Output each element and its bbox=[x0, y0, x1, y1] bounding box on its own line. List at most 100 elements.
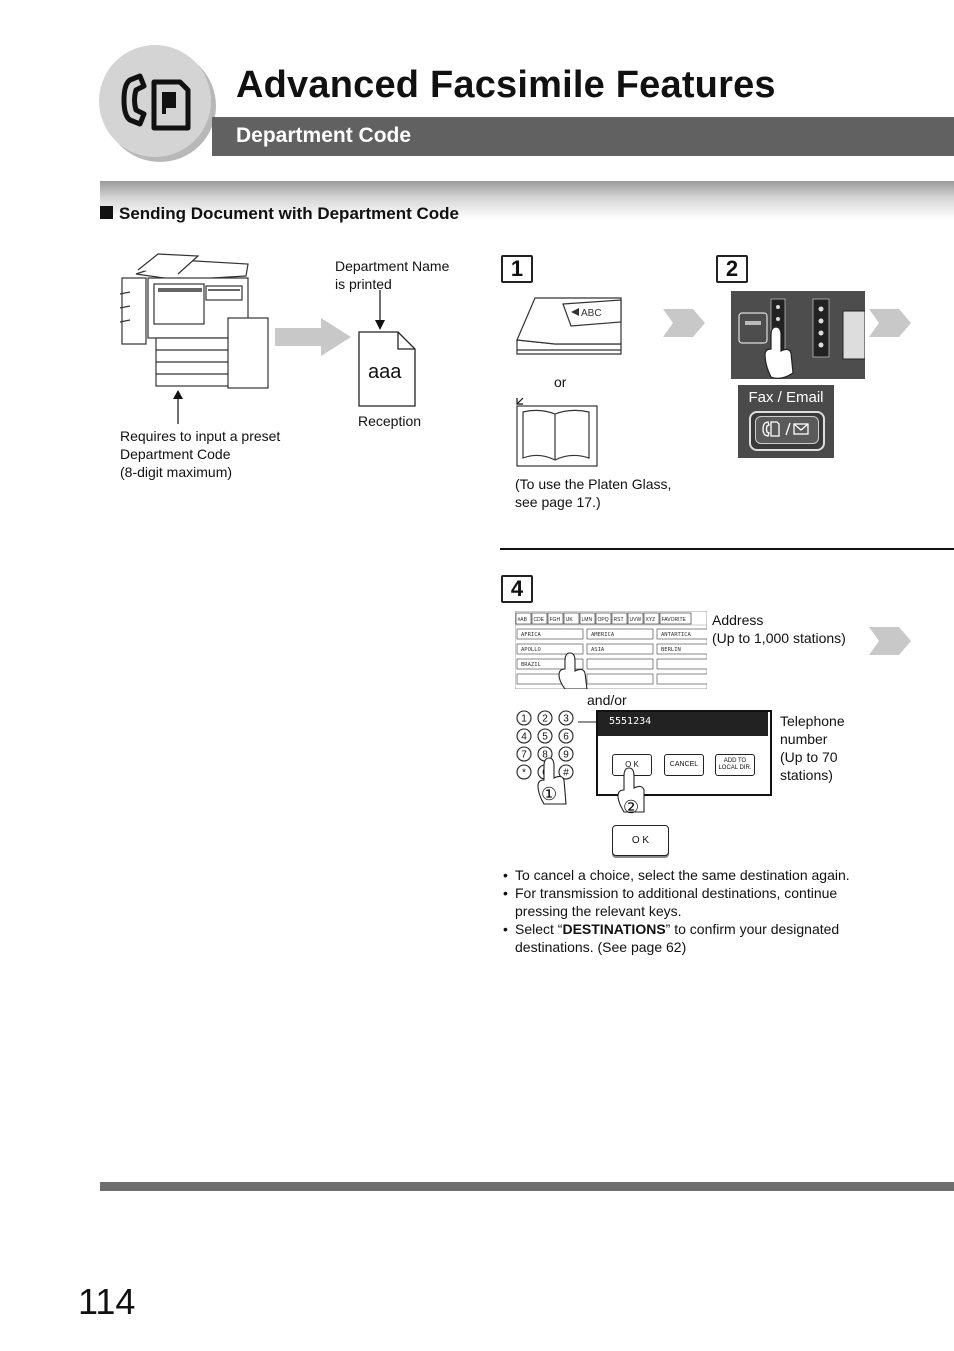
keypad-key-label: # bbox=[563, 768, 569, 779]
platen-glass-note: (To use the Platen Glass, see page 17.) bbox=[515, 476, 672, 510]
keypad-key-label: 2 bbox=[542, 714, 548, 725]
step-4-number: 4 bbox=[501, 575, 533, 603]
step-marker-2: ② bbox=[623, 797, 640, 817]
note-item: Select “DESTINATIONS” to confirm your de… bbox=[500, 920, 870, 956]
step-4-notes: To cancel a choice, select the same dest… bbox=[500, 866, 870, 956]
address-tab-label: RST bbox=[614, 617, 624, 623]
keypad-key-label: 8 bbox=[542, 750, 548, 761]
address-cell-label: BRAZIL bbox=[521, 662, 542, 668]
address-cell[interactable] bbox=[586, 643, 654, 655]
step-divider bbox=[500, 548, 954, 550]
address-cell-label: ASIA bbox=[591, 647, 605, 653]
address-cell[interactable] bbox=[516, 628, 584, 640]
subtitle-bar bbox=[212, 117, 954, 156]
keypad-key[interactable] bbox=[558, 764, 574, 780]
add-to-local-dir-button[interactable]: ADD TO LOCAL DIR. bbox=[715, 754, 755, 776]
address-cell-label: ANTARTICA bbox=[661, 632, 691, 638]
chapter-icon-badge bbox=[99, 45, 216, 162]
keypad-key-label: 4 bbox=[521, 732, 527, 743]
address-tab[interactable] bbox=[563, 612, 580, 625]
address-cell-label: BERLIN bbox=[661, 647, 681, 653]
page-subtitle: Department Code bbox=[236, 124, 412, 147]
keypad-key-label: 6 bbox=[563, 732, 569, 743]
keypad-key[interactable] bbox=[537, 710, 553, 726]
address-cell-empty[interactable] bbox=[656, 673, 707, 685]
address-tab-label: #AB bbox=[518, 617, 528, 623]
address-tab-label: CDE bbox=[534, 617, 545, 623]
keypad-key[interactable] bbox=[558, 728, 574, 744]
fax-email-key-label: Fax / Email bbox=[748, 389, 824, 406]
keypad-key-label: 5 bbox=[542, 732, 548, 743]
address-tab[interactable] bbox=[659, 612, 692, 625]
cancel-button[interactable]: CANCEL bbox=[664, 754, 704, 776]
address-tab-label: UVW bbox=[630, 617, 642, 623]
page-title: Advanced Facsimile Features bbox=[236, 64, 776, 106]
address-tab[interactable] bbox=[611, 612, 628, 625]
keypad-key[interactable] bbox=[516, 746, 532, 762]
platen-glass-illustration bbox=[516, 397, 598, 467]
phone-display bbox=[598, 712, 768, 736]
address-cell-label: AFRICA bbox=[521, 632, 542, 638]
address-tab-label: FAVORITE bbox=[662, 617, 687, 623]
address-cell-label: APOLLO bbox=[521, 647, 541, 653]
address-cell-label: AMERICA bbox=[591, 632, 615, 638]
copier-machine-illustration bbox=[119, 253, 269, 389]
adf-label: ABC bbox=[581, 308, 602, 319]
address-tab[interactable] bbox=[531, 612, 548, 625]
address-tab-label: OPQ bbox=[598, 617, 609, 623]
step-2-number: 2 bbox=[716, 255, 748, 283]
phone-number-display: 5551234 bbox=[609, 716, 652, 727]
keypad-key[interactable] bbox=[558, 746, 574, 762]
address-cell[interactable] bbox=[516, 658, 584, 670]
note-item: For transmission to additional destinati… bbox=[500, 884, 870, 920]
ok-button-enlarged[interactable]: O K bbox=[612, 825, 669, 856]
address-cell[interactable] bbox=[586, 628, 654, 640]
address-tab-label: IJK bbox=[566, 617, 574, 623]
control-panel-illustration bbox=[731, 291, 865, 379]
address-label: Address (Up to 1,000 stations) bbox=[712, 612, 846, 646]
keypad-key[interactable] bbox=[537, 728, 553, 744]
address-cell[interactable] bbox=[516, 643, 584, 655]
address-tab[interactable] bbox=[643, 612, 660, 625]
hand-pointer-icon bbox=[617, 767, 645, 813]
down-arrow-icon bbox=[375, 290, 385, 330]
address-cell-empty[interactable] bbox=[656, 658, 707, 670]
and-or-label: and/or bbox=[587, 692, 627, 708]
address-cell-empty[interactable] bbox=[586, 658, 654, 670]
page-number: 114 bbox=[78, 1281, 136, 1322]
next-step-chevron-icon bbox=[869, 309, 911, 337]
address-tab-label: XYZ bbox=[646, 617, 656, 623]
reception-label: Reception bbox=[358, 413, 422, 429]
keypad-key[interactable] bbox=[516, 764, 532, 780]
keypad-key-label: 1 bbox=[521, 714, 527, 725]
address-tab[interactable] bbox=[627, 612, 644, 625]
address-tab[interactable] bbox=[515, 612, 532, 625]
or-label: or bbox=[554, 374, 567, 390]
keypad-key[interactable] bbox=[516, 710, 532, 726]
address-tab[interactable] bbox=[547, 612, 564, 625]
document-text: aaa bbox=[368, 361, 402, 383]
next-step-chevron-icon bbox=[663, 309, 705, 337]
square-bullet-icon bbox=[100, 206, 113, 219]
address-tab[interactable] bbox=[595, 612, 612, 625]
keypad-key[interactable] bbox=[558, 710, 574, 726]
section-heading: Sending Document with Department Code bbox=[100, 204, 459, 224]
address-tab-label: FGH bbox=[550, 617, 561, 623]
address-tab-label: LMN bbox=[582, 617, 593, 623]
address-book-screen: #AB CDE FGH IJK LMN OPQ RST UVW XYZ FAVORITE AFRI… bbox=[515, 611, 707, 689]
address-tab[interactable] bbox=[579, 612, 596, 625]
address-cell[interactable] bbox=[656, 628, 707, 640]
keypad-key-label: 9 bbox=[563, 750, 569, 761]
keypad-key-label: * bbox=[522, 768, 526, 779]
next-step-chevron-icon bbox=[869, 627, 911, 655]
address-cell-empty[interactable] bbox=[586, 673, 654, 685]
step-1-number: 1 bbox=[501, 255, 533, 283]
adf-feeder-illustration: ABC bbox=[516, 297, 622, 355]
keypad-key-label: 7 bbox=[521, 750, 527, 761]
address-cell[interactable] bbox=[656, 643, 707, 655]
fax-handset-icon bbox=[121, 73, 191, 131]
up-arrow-icon bbox=[173, 390, 183, 424]
note-item: To cancel a choice, select the same dest… bbox=[500, 866, 870, 884]
keypad-key[interactable] bbox=[516, 728, 532, 744]
